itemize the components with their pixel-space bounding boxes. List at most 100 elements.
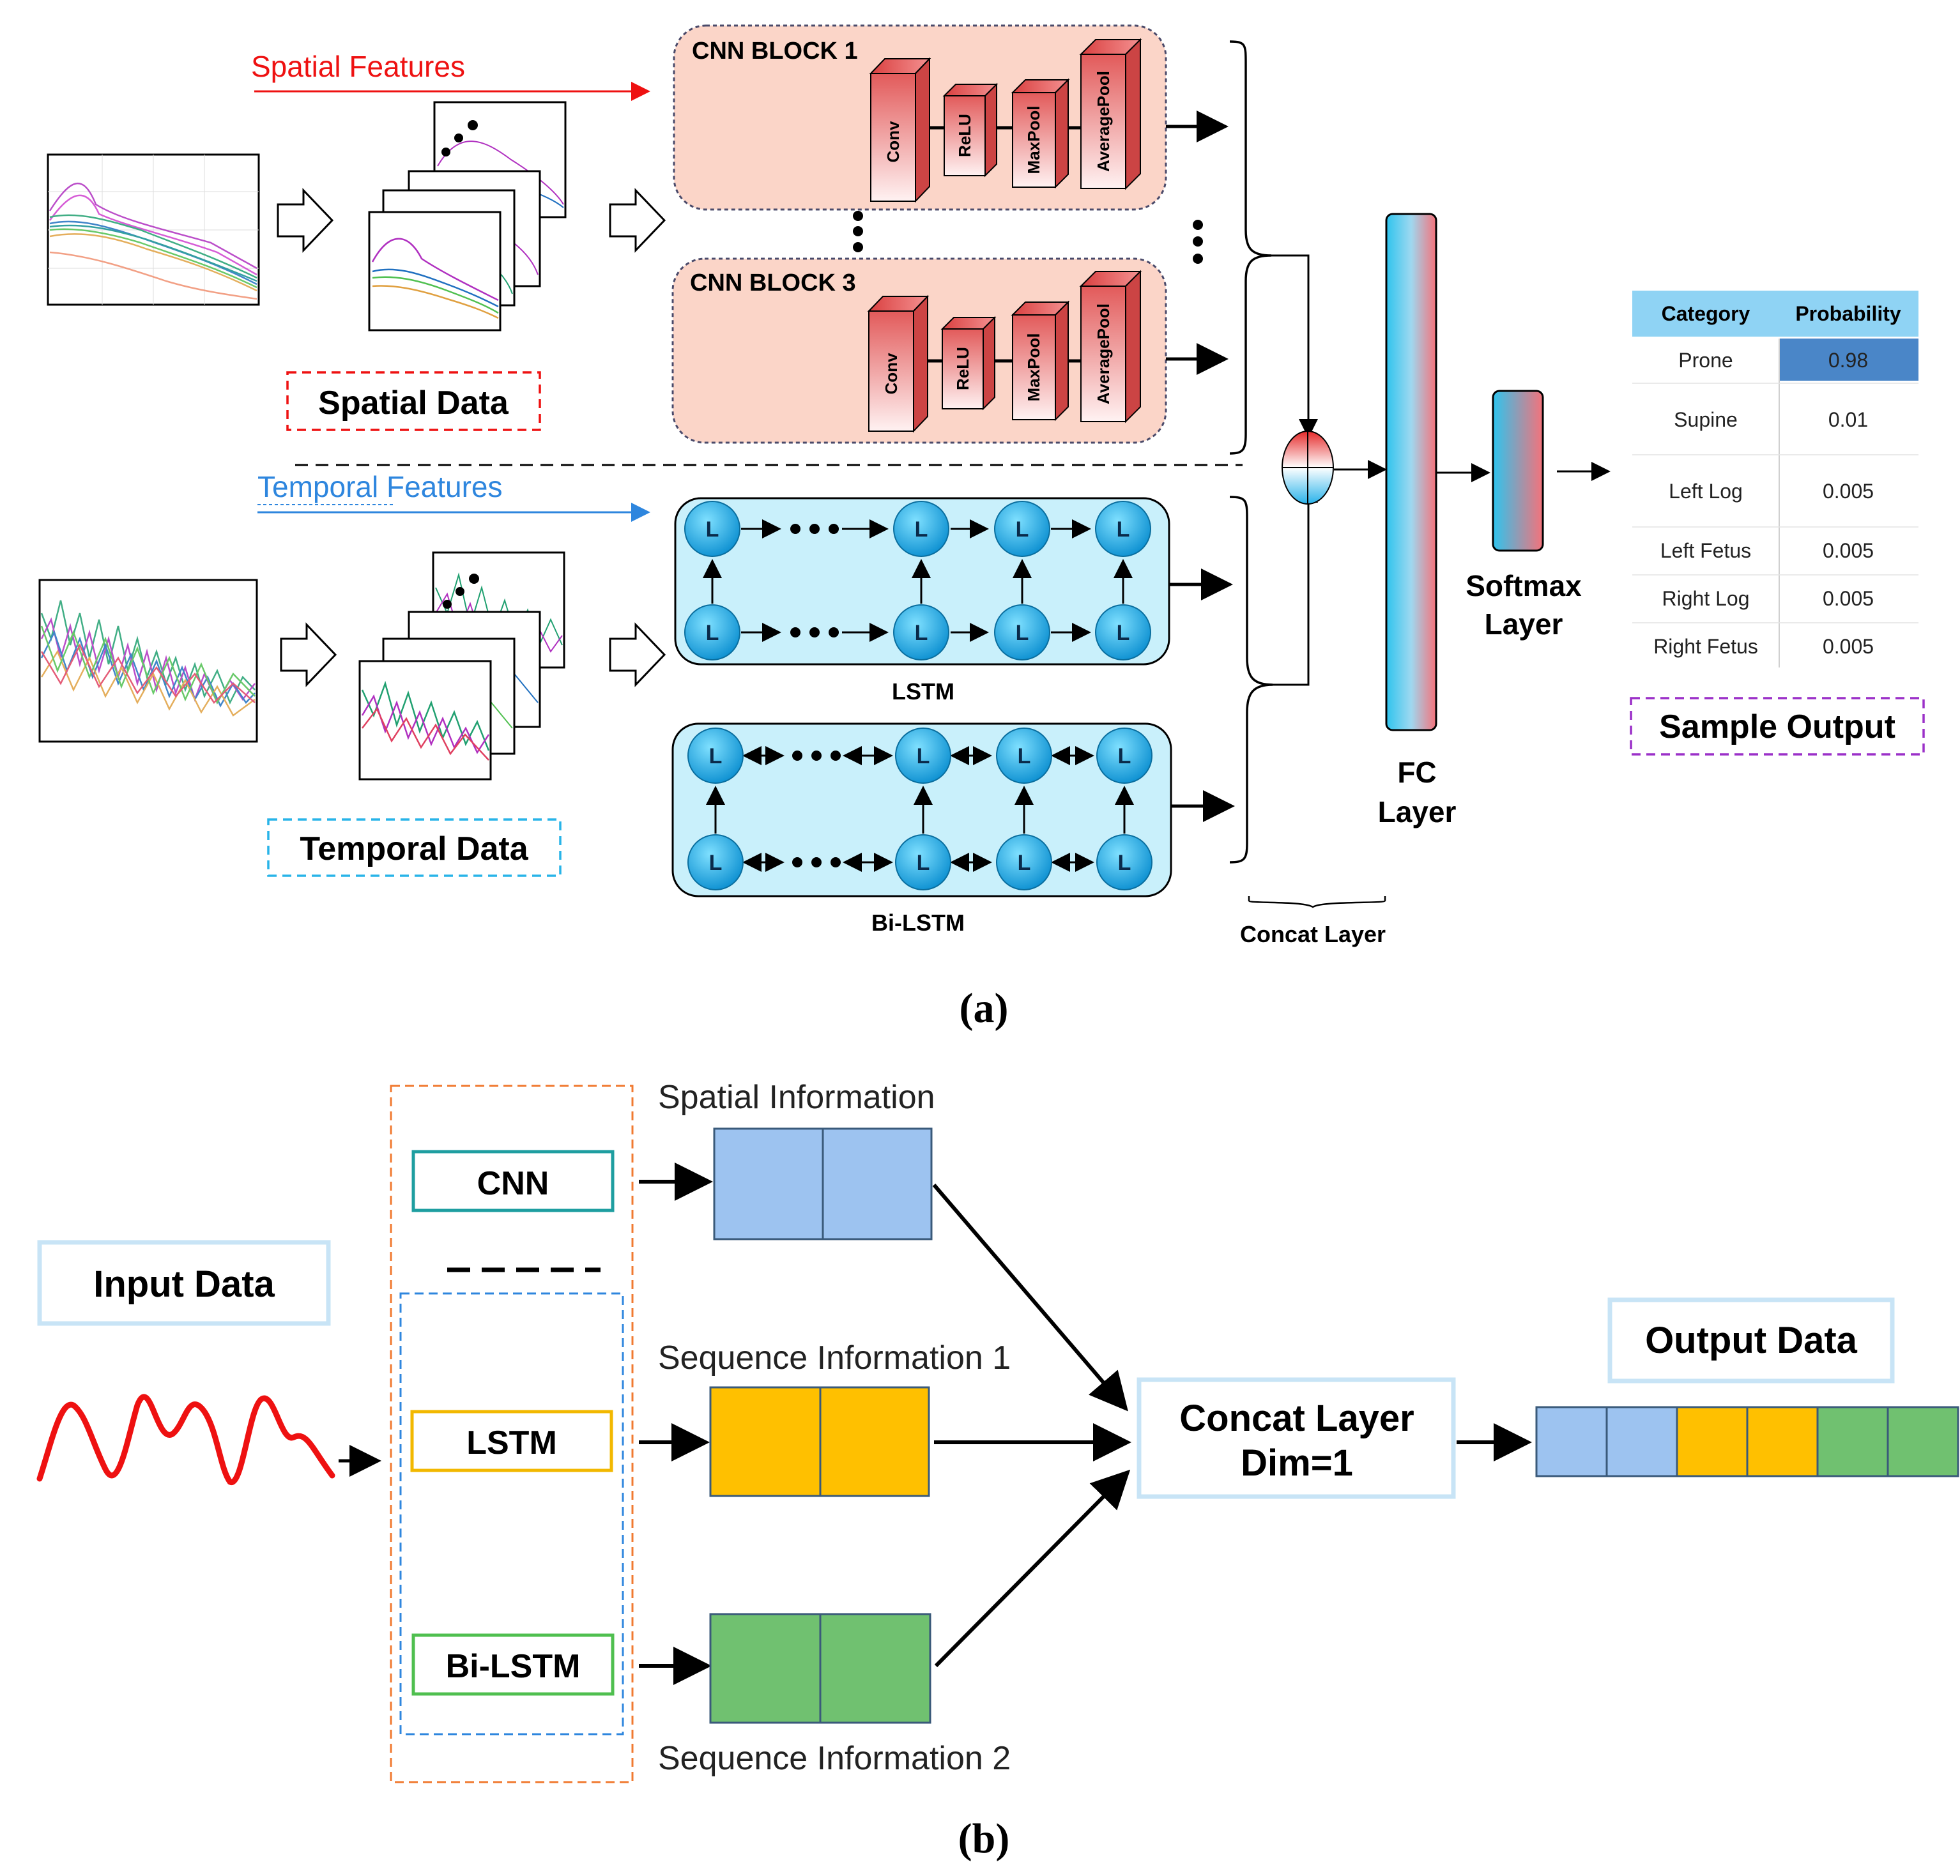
fc-label-line1: FC — [1397, 756, 1436, 789]
bilstm-nodes — [687, 728, 1152, 890]
brace-temporal — [1229, 496, 1273, 864]
cnn-block-1-title: CNN BLOCK 1 — [692, 38, 858, 65]
hollow-arrow-temporal-2 — [609, 622, 666, 687]
fc-label-line2: Layer — [1378, 795, 1457, 828]
table-row-probability: 0.005 — [1823, 587, 1874, 610]
bilstm-module-box: Bi-LSTM — [411, 1633, 615, 1696]
table-row-probability: 0.005 — [1823, 539, 1874, 562]
temporal-data-label: Temporal Data — [300, 830, 528, 867]
table-row-category: Left Log — [1669, 480, 1743, 503]
table-row-category: Left Fetus — [1660, 539, 1751, 562]
sequence2-feature-blocks — [709, 1613, 931, 1724]
lstm-node-label: L — [1117, 621, 1130, 645]
spatial-feature-blocks — [713, 1127, 933, 1240]
sample-output-label: Sample Output — [1659, 708, 1895, 745]
bilstm-module-label: Bi-LSTM — [446, 1648, 581, 1685]
cnn3-relu-label: ReLU — [953, 347, 972, 390]
bilstm-node-label: L — [1018, 744, 1031, 768]
model-group-outer — [390, 1085, 634, 1783]
spatial-frames-stack — [368, 101, 567, 332]
table-header-category: Category — [1662, 302, 1750, 325]
input-data-label: Input Data — [93, 1263, 275, 1305]
probability-table: Category Probability Prone 0.98 Supine 0… — [1632, 291, 1918, 667]
input-data-box: Input Data — [37, 1240, 331, 1326]
cnn1-avgpool-label: AveragePool — [1094, 71, 1113, 172]
bilstm-block: L L L L L L L L — [671, 722, 1172, 897]
concat-layer-line2: Dim=1 — [1241, 1442, 1353, 1484]
spatial-to-concat-arrow — [932, 1184, 1128, 1412]
input-signal-wave — [36, 1394, 335, 1485]
table-row-probability: 0.01 — [1828, 408, 1868, 431]
bilstm-label: Bi-LSTM — [871, 910, 965, 936]
table-row-category: Right Fetus — [1653, 635, 1758, 658]
sequence1-feature-blocks — [709, 1386, 930, 1497]
output-data-box: Output Data — [1607, 1297, 1895, 1384]
cnn-block-3: CNN BLOCK 3 Conv ReLU MaxPool AveragePoo… — [671, 257, 1167, 444]
fc-layer-bar — [1385, 213, 1437, 731]
sequence-information-1-label: Sequence Information 1 — [658, 1339, 1011, 1376]
temporal-frames-stack — [358, 551, 565, 781]
spatial-to-concat-line — [1271, 254, 1318, 438]
cnn3-maxpool-label: MaxPool — [1024, 333, 1043, 402]
lstm-node-label: L — [1117, 517, 1130, 542]
spatial-data-label: Spatial Data — [318, 385, 509, 422]
caption-b: (b) — [958, 1815, 1010, 1862]
model-group-sequence — [399, 1292, 624, 1735]
spatial-features-label: Spatial Features — [251, 50, 465, 83]
bilstm-node-label: L — [1018, 851, 1031, 875]
softmax-label-line1: Softmax — [1466, 569, 1582, 602]
concat-node — [1282, 431, 1334, 505]
bilstm-node-label: L — [917, 851, 930, 875]
bilstm-node-label: L — [1118, 851, 1131, 875]
temporal-features-label: Temporal Features — [257, 470, 503, 503]
bilstm-node-label: L — [1118, 744, 1131, 768]
lstm-label: LSTM — [892, 678, 954, 705]
spatial-information-label: Spatial Information — [658, 1079, 935, 1116]
brace-spatial — [1229, 40, 1272, 455]
cnn3-avgpool-label: AveragePool — [1094, 303, 1113, 404]
ellipsis-dots-cnn — [853, 211, 1203, 264]
cnn-block-1: CNN BLOCK 1 Conv ReLU MaxPool AveragePoo… — [673, 24, 1167, 211]
lstm-block: L L L L L L L L — [674, 497, 1170, 666]
concat-layer-label: Concat Layer — [1240, 921, 1386, 947]
spatial-data-box — [286, 371, 541, 431]
bilstm-node-label: L — [709, 744, 723, 768]
spatial-input-plot — [47, 153, 260, 306]
lstm-node-label: L — [706, 621, 719, 645]
cnn1-conv-label: Conv — [884, 121, 903, 163]
output-feature-blocks — [1535, 1406, 1959, 1477]
cnn1-maxpool-label: MaxPool — [1024, 106, 1043, 174]
table-row-category: Prone — [1678, 349, 1733, 372]
lstm-node-label: L — [1016, 517, 1029, 542]
sequence-information-2-label: Sequence Information 2 — [658, 1740, 1011, 1777]
hollow-arrow-spatial-2 — [609, 188, 666, 253]
concat-underbrace — [1248, 896, 1386, 908]
hollow-arrow-temporal-1 — [280, 622, 337, 687]
concat-layer-line1: Concat Layer — [1179, 1398, 1414, 1439]
seq2-to-concat-arrow — [934, 1469, 1131, 1668]
bilstm-node-label: L — [917, 744, 930, 768]
cnn1-relu-label: ReLU — [955, 114, 974, 157]
lstm-node-label: L — [706, 517, 719, 542]
softmax-label-line2: Layer — [1485, 607, 1563, 641]
cnn-module-label: CNN — [477, 1165, 549, 1202]
cnn-module-box: CNN — [411, 1150, 615, 1212]
bilstm-node-label: L — [709, 851, 723, 875]
temporal-to-concat-line — [1273, 484, 1318, 686]
temporal-data-box — [267, 818, 562, 877]
lstm-module-label: LSTM — [466, 1424, 557, 1461]
lstm-nodes — [684, 501, 1151, 660]
temporal-input-plot — [38, 579, 258, 743]
concat-layer-box: Concat Layer Dim=1 — [1137, 1377, 1456, 1499]
table-row-category: Right Log — [1662, 587, 1750, 610]
table-row-probability: 0.005 — [1823, 480, 1874, 503]
hollow-arrow-spatial-1 — [277, 188, 334, 253]
cnn3-conv-label: Conv — [882, 353, 901, 395]
lstm-node-label: L — [915, 621, 928, 645]
table-row-category: Supine — [1674, 408, 1738, 431]
lstm-node-label: L — [915, 517, 928, 542]
sample-output-box — [1630, 697, 1925, 756]
lstm-node-label: L — [1016, 621, 1029, 645]
cnn-block-3-title: CNN BLOCK 3 — [690, 270, 856, 296]
